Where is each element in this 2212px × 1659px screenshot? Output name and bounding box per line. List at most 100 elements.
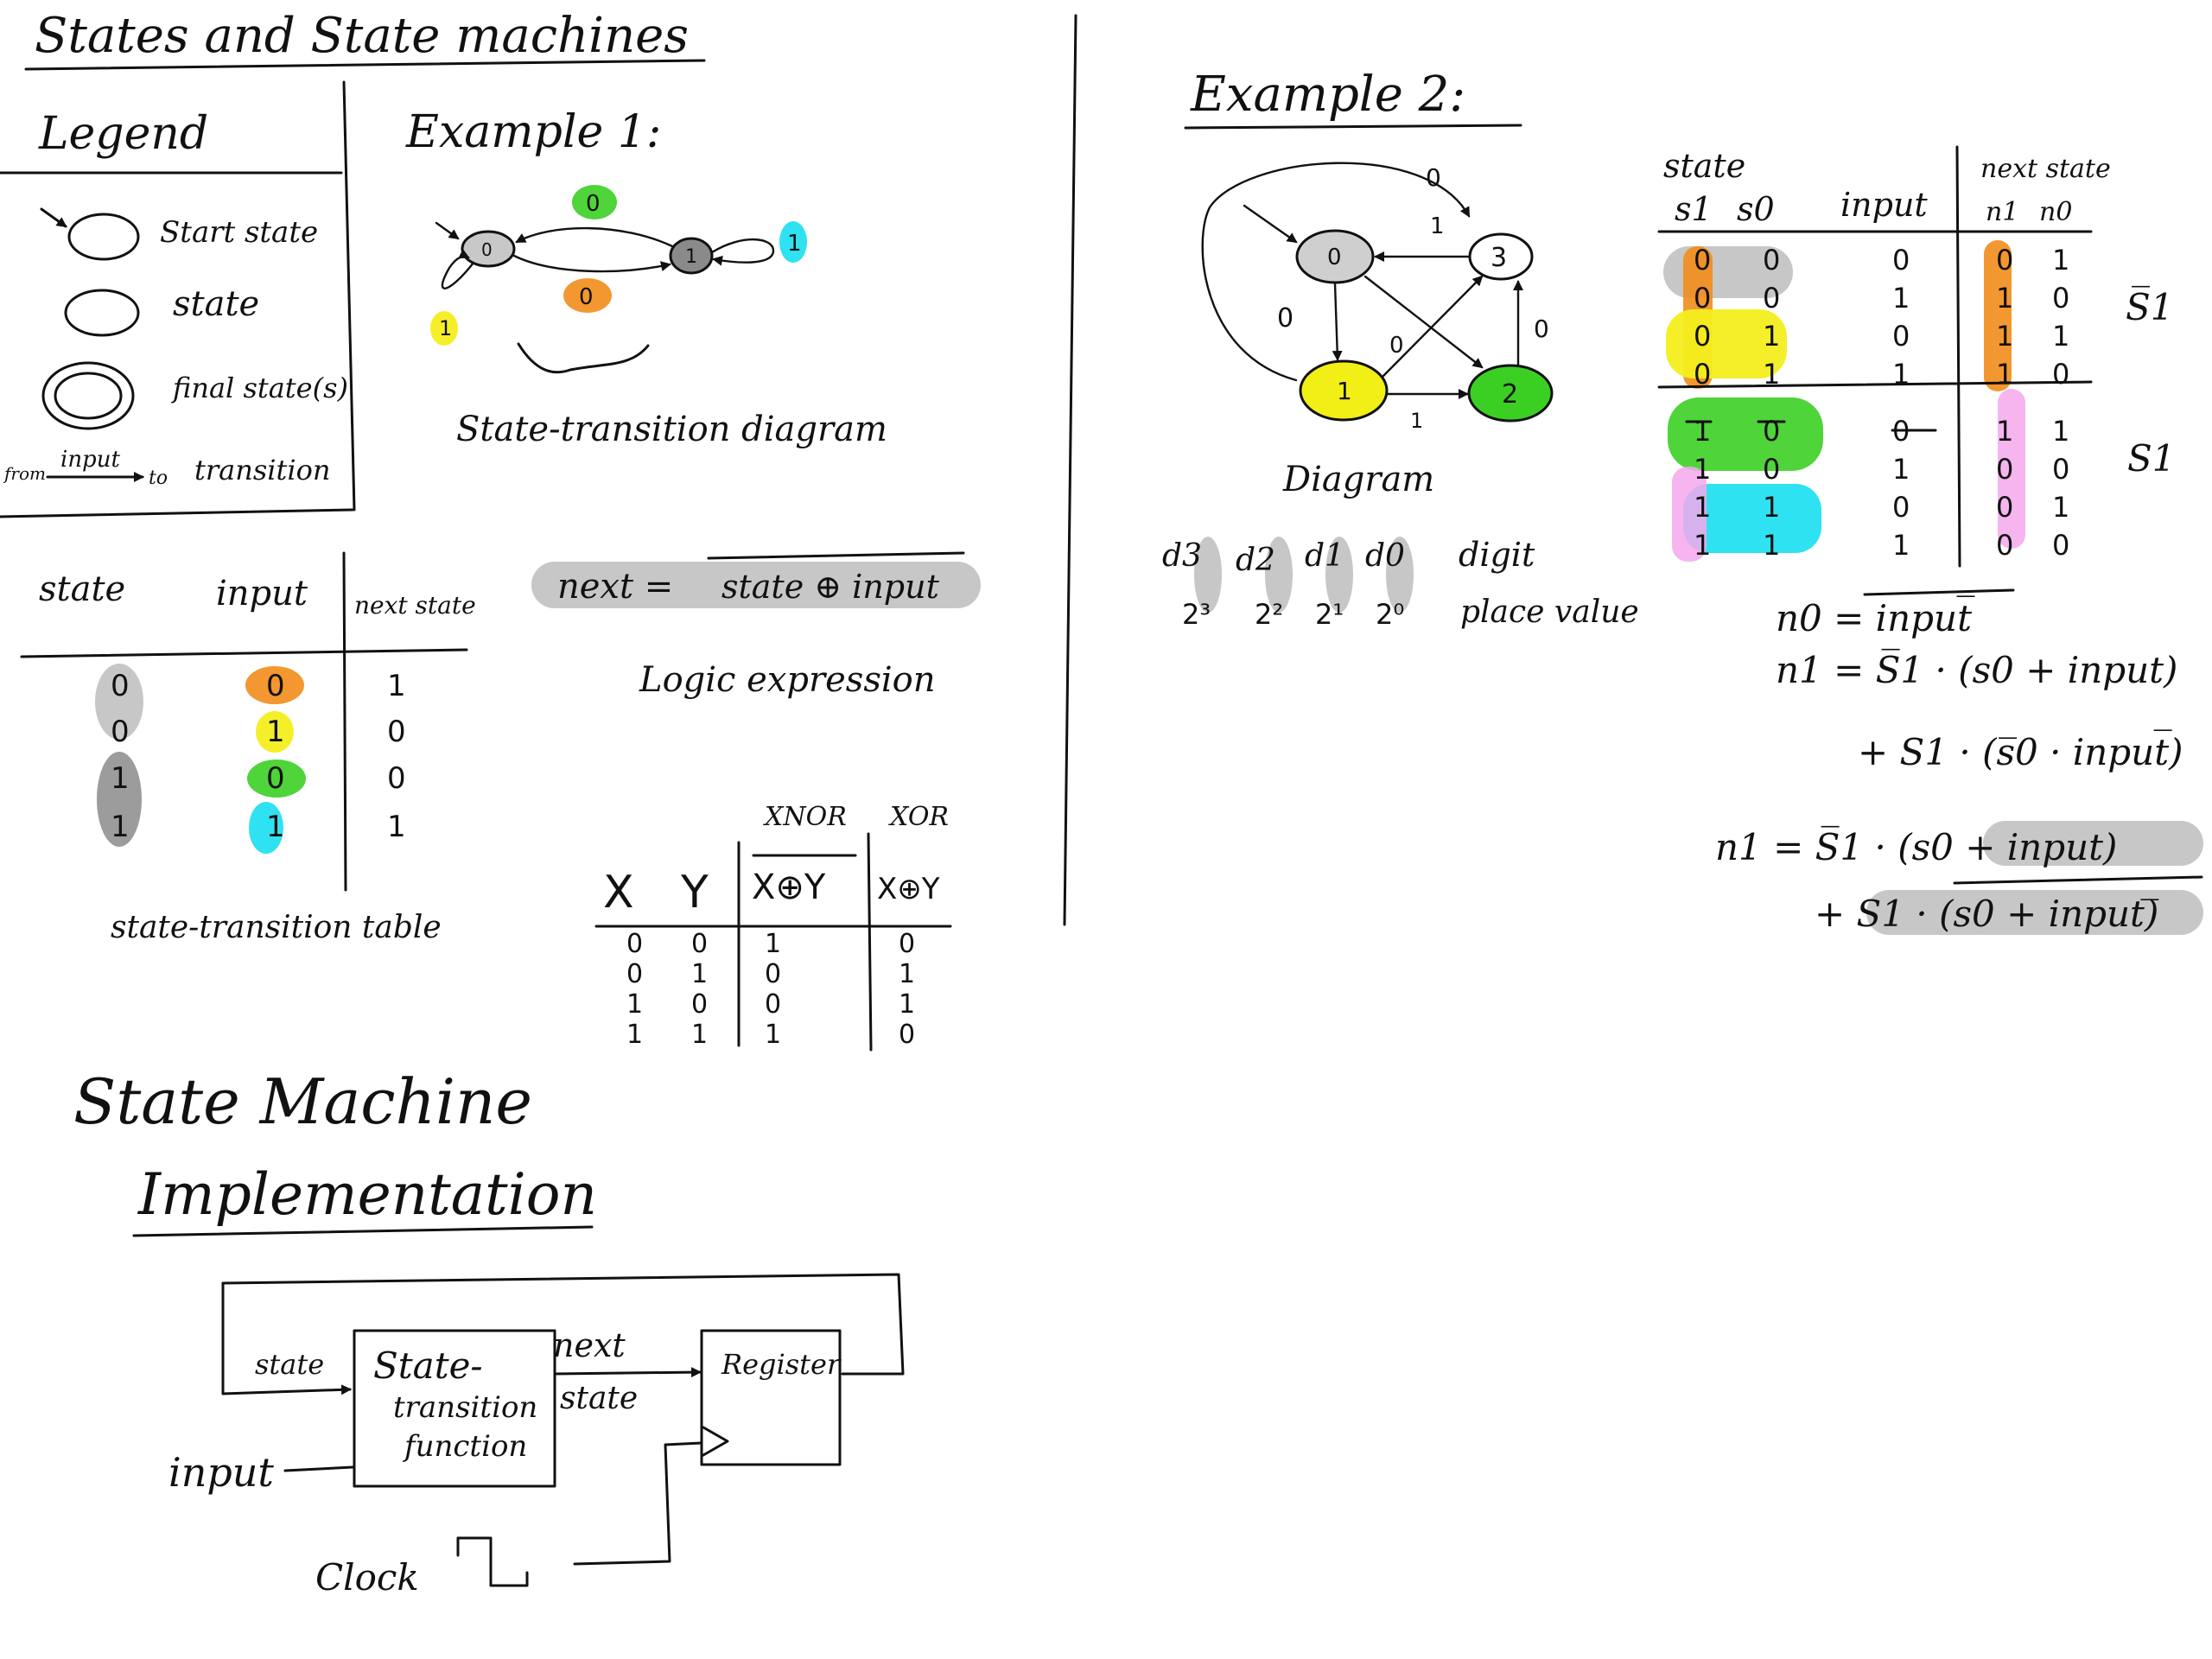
feedback-loop: [221, 1273, 905, 1395]
ex2-row5-n1: 1: [1996, 415, 2013, 448]
ex1-row3-next: 0: [387, 761, 406, 796]
legend-input: input: [60, 447, 120, 473]
impl-heading-underline: [132, 1225, 594, 1237]
final-state-outer: [41, 361, 135, 430]
ex2-row7-n1: 0: [1996, 491, 2013, 524]
state-shape: [64, 289, 140, 337]
ex2-row3-n1: 1: [1996, 320, 2013, 353]
next-state-line2: state: [560, 1381, 638, 1416]
edge-highlight-yellow: [430, 311, 458, 346]
place-2-1: 2¹: [1315, 598, 1344, 631]
legend-heading: Legend: [38, 108, 208, 160]
legend-transition: transition: [194, 454, 330, 486]
input-wire: [283, 1465, 354, 1472]
ex2-edge-label-3: 0: [1277, 303, 1294, 334]
row-highlight-dark-grey: [97, 752, 142, 847]
ex2-row4-s1: 0: [1694, 358, 1711, 391]
ex2-state-2-label: 2: [1502, 379, 1518, 410]
ex2-row6-n0: 0: [2052, 453, 2069, 486]
ex1-state-0-label: 0: [481, 239, 493, 260]
ex2-row2-s1: 0: [1694, 282, 1711, 315]
ex2-header-n0: n0: [2039, 197, 2072, 227]
ex2-row4-s0: 1: [1763, 358, 1780, 391]
ex1-row4-next: 1: [387, 810, 406, 844]
ex2-row2-n0: 0: [2052, 282, 2069, 315]
ex2-state-1-label: 1: [1337, 377, 1352, 405]
ex2-header-next: next state: [1980, 154, 2111, 184]
function-line2: transition: [393, 1390, 537, 1425]
eq-n1b-line1: n1 = S̅1 · (s0 + input): [1715, 824, 2117, 868]
ex2-state-0-label: 0: [1327, 245, 1342, 270]
clock-waveform-icon: [456, 1536, 529, 1587]
ex2-row7-n0: 1: [2052, 491, 2069, 524]
xor-r3-x: 1: [626, 989, 643, 1020]
ex1-edge-top: [515, 226, 674, 248]
ex1-smile-doodle: [517, 342, 650, 374]
xor-header-xnor: X⊕Y: [752, 868, 826, 907]
example2-heading: Example 2:: [1190, 67, 1465, 123]
ex2-row7-s0: 1: [1763, 491, 1780, 524]
ex2-row5-s0: 0: [1763, 415, 1780, 448]
ex1-row4-input: 1: [266, 810, 285, 844]
ex1-table-caption: state-transition table: [111, 910, 442, 945]
legend-start-state: Start state: [160, 215, 318, 250]
start-arrow: [40, 207, 67, 228]
ex1-row2-state: 0: [111, 715, 130, 749]
ex2-row8-s1: 1: [1694, 529, 1711, 562]
example2-underline: [1184, 124, 1522, 130]
ex2-row6-n1: 0: [1996, 453, 2013, 486]
digit-d1: d1: [1305, 538, 1344, 574]
expression-highlight: [531, 562, 981, 608]
ex1-row2-input: 1: [266, 715, 285, 749]
digit-label: digit: [1459, 536, 1535, 574]
ex2-row2-s0: 0: [1763, 282, 1780, 315]
ex1-state-table: state input next state 0 0 1 0 1 0 1 0 0…: [20, 551, 476, 945]
example1-heading: Example 1:: [405, 106, 661, 158]
ex2-edge-0-1: [1332, 282, 1343, 361]
ex2-start-loop: [1201, 162, 1471, 382]
xor-r1-xnor: 1: [765, 929, 781, 959]
next-state-line1: next: [553, 1326, 626, 1364]
ex1-row4-state: 1: [111, 810, 130, 844]
ex2-diagram-caption: Diagram: [1282, 460, 1434, 499]
expression-right: state ⊕ input: [721, 568, 940, 606]
xor-r2-xnor: 0: [765, 959, 781, 989]
edge-highlight-cyan: [779, 221, 807, 263]
ex1-row3-input: 0: [266, 761, 285, 796]
expression-overbar: [707, 551, 965, 560]
ex1-table-header-next: next state: [354, 591, 476, 620]
ex1-state-0: [461, 230, 516, 268]
xor-r2-x: 0: [626, 959, 643, 989]
ex2-edge-1-3: [1381, 275, 1484, 378]
eq-n1b-line2: + S1 · (s0 + input)̅: [1815, 893, 2158, 935]
ex2-row1-s0: 0: [1763, 244, 1780, 276]
impl-clock-label: Clock: [315, 1556, 419, 1599]
ex2-row8-n0: 0: [2052, 529, 2069, 562]
clock-wire: [573, 1441, 703, 1566]
ex2-header-state: state: [1663, 147, 1745, 185]
clock-triangle: [702, 1426, 729, 1457]
title-underline: [24, 59, 706, 71]
ex2-state-1: [1299, 359, 1389, 422]
ex1-table-header-input: input: [216, 574, 308, 613]
input-highlight-green: [247, 760, 306, 798]
implementation: State Machine Implementation state State…: [73, 1065, 905, 1599]
legend-final-states: final state(s): [171, 372, 348, 404]
ex2-row2-input: 1: [1892, 282, 1910, 315]
ex1-row1-state: 0: [111, 669, 130, 703]
ex2-header-input: input: [1840, 186, 1928, 224]
register-label: Register: [721, 1348, 842, 1381]
ex2-row5-s1: 1: [1694, 415, 1711, 448]
xor-r1-xor: 0: [899, 929, 915, 959]
xor-table: XNOR XOR X Y X⊕Y X⊕Y 0 0 1 0 0 1 0 1 1 0…: [594, 802, 952, 1052]
ex2-header-n1: n1: [1986, 197, 2018, 227]
ex1-edge-label-cyan: 1: [787, 231, 802, 257]
ex2-side-label-s1: S1: [2127, 437, 2176, 480]
impl-heading-1: State Machine: [73, 1065, 532, 1138]
function-line3: function: [402, 1429, 527, 1464]
ex2-edge-label-5: 0: [1534, 315, 1549, 343]
ex1-row2-next: 0: [387, 715, 406, 749]
ex2-row4-input: 1: [1892, 358, 1910, 391]
digit-highlight-d1: [1325, 537, 1353, 613]
